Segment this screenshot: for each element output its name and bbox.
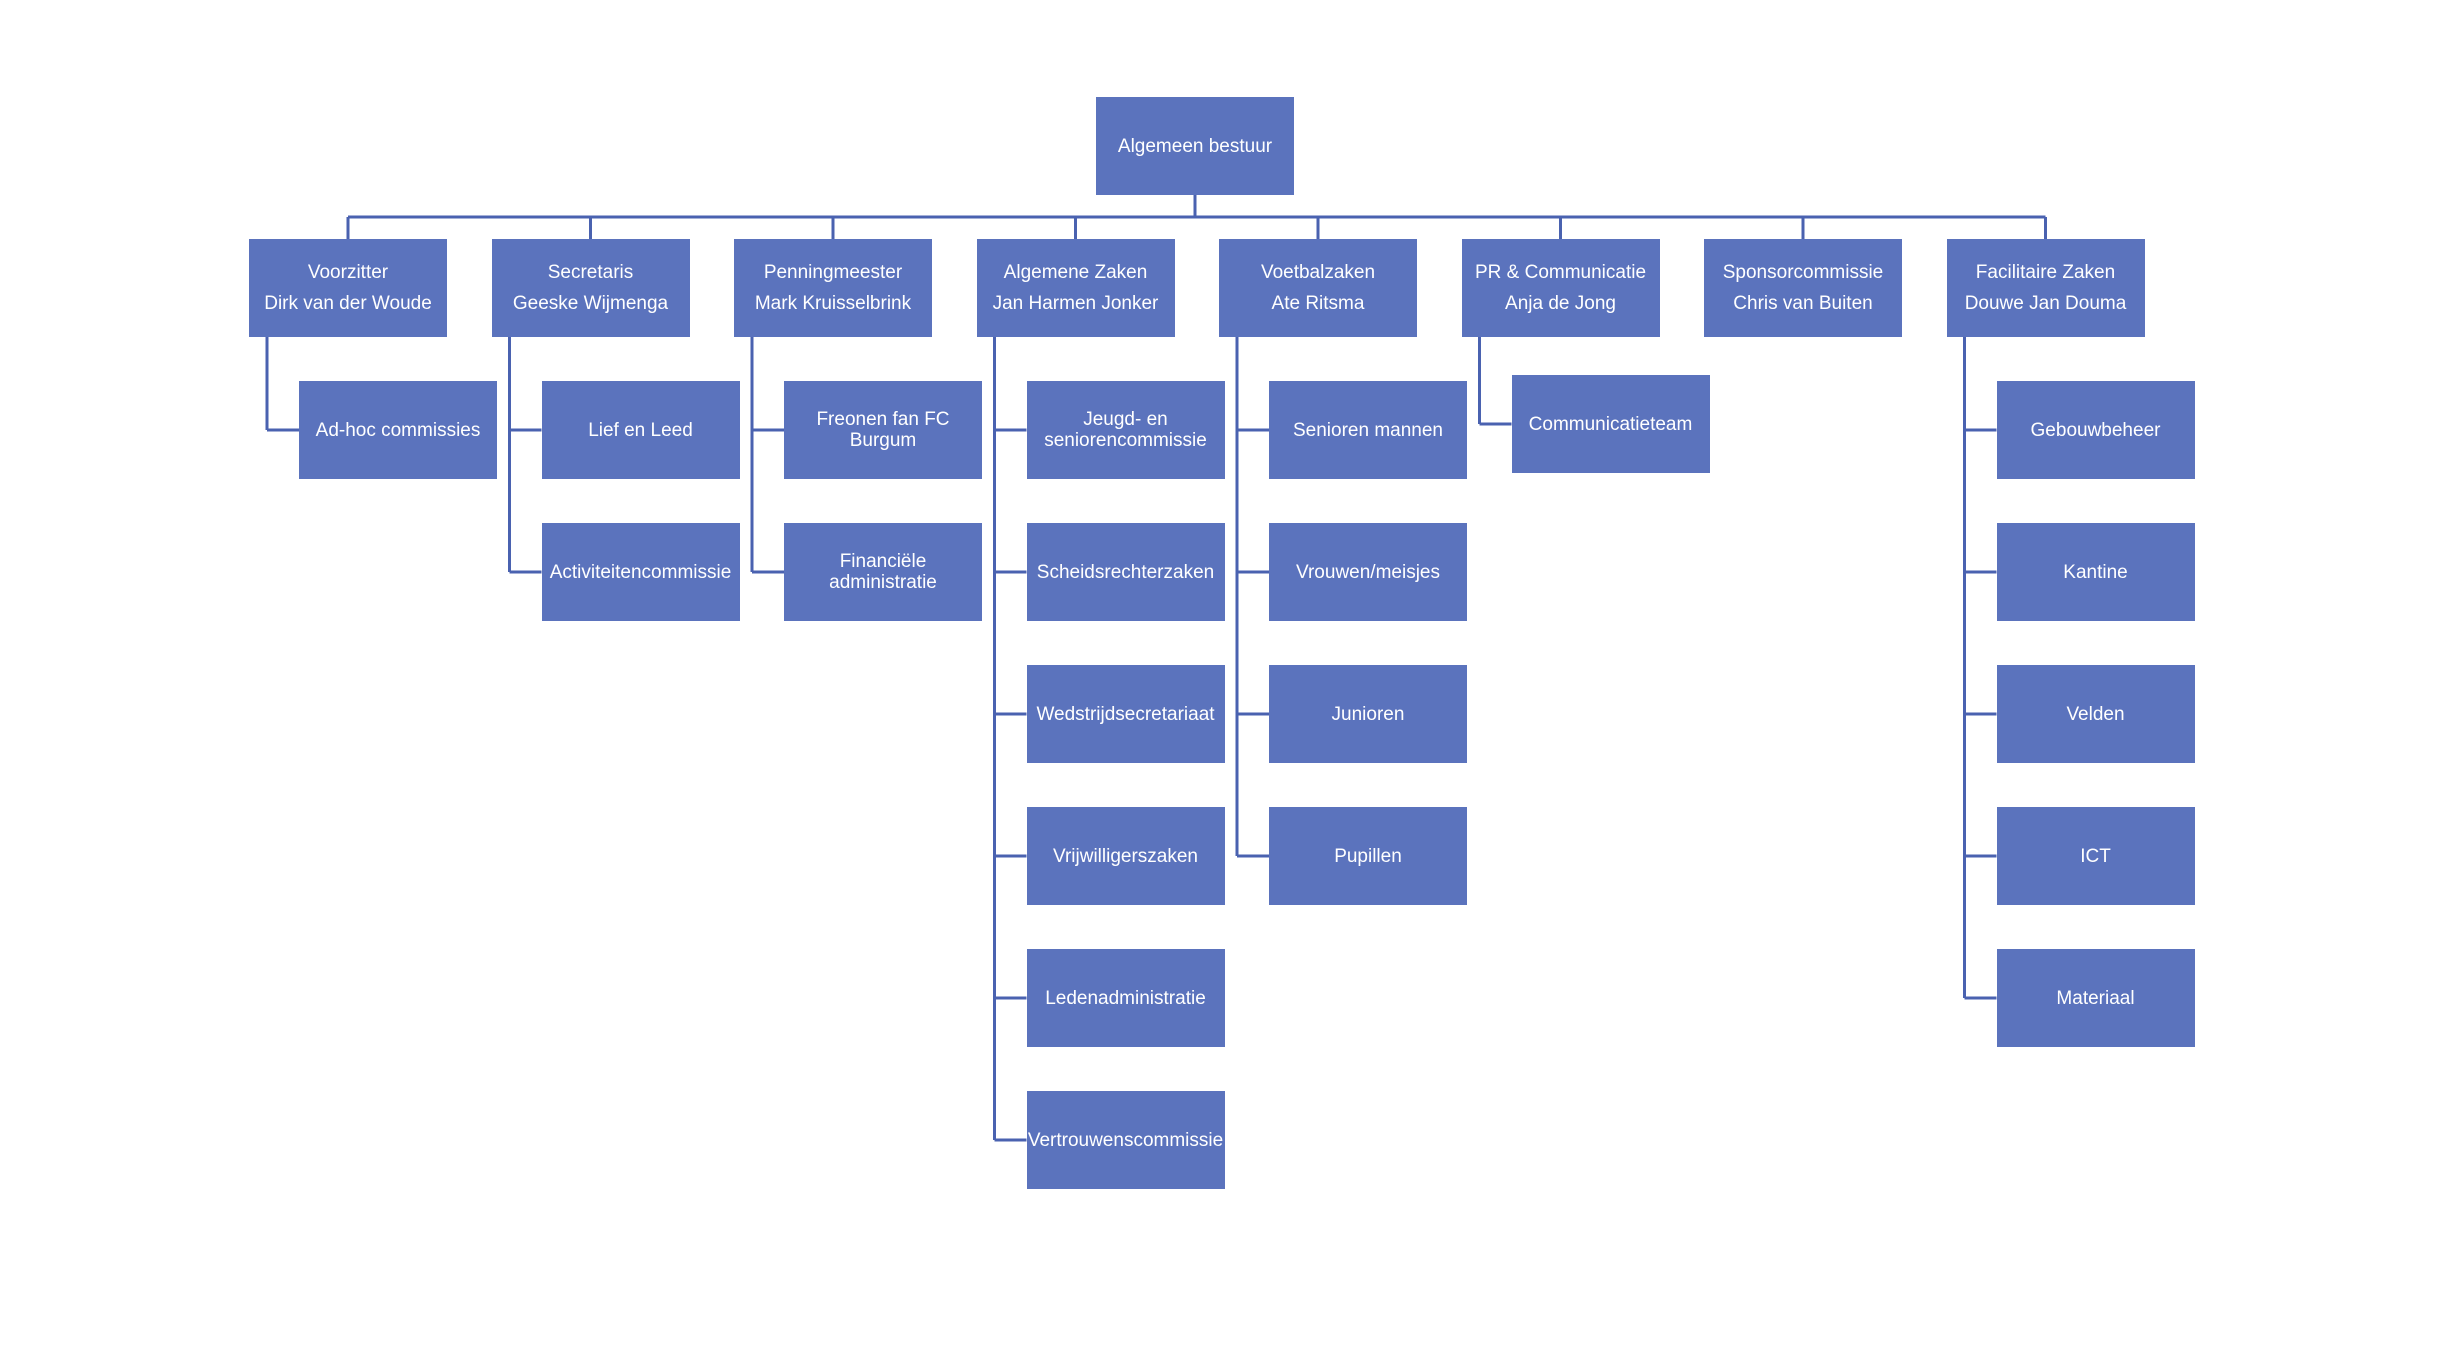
sub-unit-box: Pupillen (1269, 807, 1467, 905)
sub-unit-label: Lief en Leed (588, 419, 693, 441)
sub-unit-box: Kantine (1996, 523, 2195, 621)
sub-unit-label: Vrijwilligerszaken (1052, 845, 1198, 867)
sub-unit-box: Senioren mannen (1269, 381, 1467, 479)
sub-unit-box: Vertrouwenscommissie (1026, 1091, 1225, 1189)
sub-unit-label: Velden (2066, 703, 2125, 725)
sub-unit-label: Gebouwbeheer (2030, 419, 2161, 441)
sub-unit-label: Ad-hoc commissies (315, 419, 481, 441)
sub-unit-box: Communicatieteam (1511, 375, 1710, 473)
sub-unit-box: Vrijwilligerszaken (1026, 807, 1225, 905)
sub-unit-label: Vrouwen/meisjes (1296, 561, 1440, 583)
sub-unit-label: Materiaal (2056, 987, 2135, 1009)
department-person: Geeske Wijmenga (512, 293, 669, 314)
department-title: Secretaris (547, 262, 634, 283)
sub-unit-label: Senioren mannen (1293, 419, 1443, 441)
sub-unit-box: Jeugd- en seniorencommissie (1026, 381, 1225, 479)
sub-unit-box: Vrouwen/meisjes (1269, 523, 1467, 621)
sub-unit-label: Financiële administratie (829, 551, 937, 593)
department-person: Anja de Jong (1505, 293, 1616, 314)
department-title: Penningmeester (763, 262, 903, 283)
sub-unit-box: Gebouwbeheer (1996, 381, 2195, 479)
sub-unit-box: Activiteitencommissie (541, 523, 740, 621)
sub-unit-label: ICT (2080, 845, 2111, 867)
sub-unit-label: Junioren (1331, 703, 1405, 725)
sub-unit-label: Communicatieteam (1528, 413, 1693, 435)
department-person: Mark Kruisselbrink (754, 293, 912, 314)
department-title: PR & Communicatie (1474, 262, 1647, 283)
sub-unit-label: Jeugd- en seniorencommissie (1044, 409, 1207, 451)
department-title: Voorzitter (307, 262, 389, 283)
sub-unit-box: Velden (1996, 665, 2195, 763)
sub-unit-box: Ledenadministratie (1026, 949, 1225, 1047)
root-label: Algemeen bestuur (1117, 135, 1273, 157)
sub-unit-box: Materiaal (1996, 949, 2195, 1047)
department-person: Dirk van der Woude (264, 293, 432, 314)
sub-unit-box: Lief en Leed (541, 381, 740, 479)
department-person: Jan Harmen Jonker (992, 293, 1159, 314)
sub-unit-box: Ad-hoc commissies (299, 381, 497, 479)
department-title: Facilitaire Zaken (1975, 262, 2116, 283)
sub-unit-label: Pupillen (1334, 845, 1402, 867)
sub-unit-label: Ledenadministratie (1045, 987, 1206, 1009)
sub-unit-box: Scheidsrechterzaken (1026, 523, 1225, 621)
department-person: Chris van Buiten (1733, 293, 1873, 314)
sub-unit-label: Scheidsrechterzaken (1036, 561, 1215, 583)
root-node: Algemeen bestuur (1096, 97, 1294, 195)
department-person: Ate Ritsma (1271, 293, 1365, 314)
sub-unit-label: Activiteitencommissie (549, 561, 732, 583)
sub-unit-label: Freonen fan FC Burgum (816, 409, 950, 451)
sub-unit-box: Junioren (1269, 665, 1467, 763)
sub-unit-box: Financiële administratie (784, 523, 982, 621)
sub-unit-box: Wedstrijdsecretariaat (1026, 665, 1225, 763)
department-title: Sponsorcommissie (1722, 262, 1884, 283)
sub-unit-label: Wedstrijdsecretariaat (1036, 703, 1215, 725)
sub-unit-label: Kantine (2063, 561, 2128, 583)
department-title: Voetbalzaken (1260, 262, 1376, 283)
sub-unit-box: ICT (1996, 807, 2195, 905)
department-person: Douwe Jan Douma (1964, 293, 2127, 314)
sub-unit-box: Freonen fan FC Burgum (784, 381, 982, 479)
sub-unit-label: Vertrouwenscommissie (1027, 1129, 1224, 1151)
department-title: Algemene Zaken (1003, 262, 1148, 283)
